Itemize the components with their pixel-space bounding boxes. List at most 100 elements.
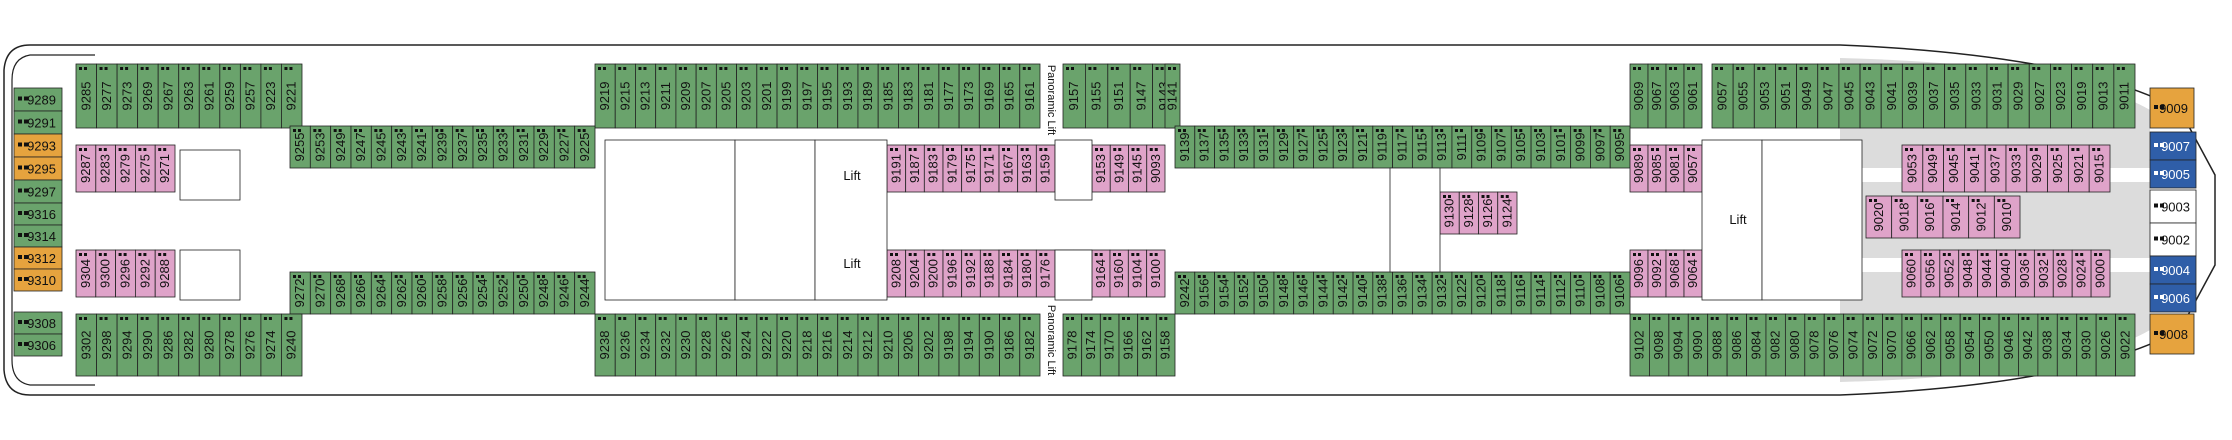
- cabin-mid-pink[interactable]: 9018: [1891, 195, 1918, 239]
- bow-suite[interactable]: 9289: [13, 87, 63, 112]
- cabin-lower-inner[interactable]: 9150: [1253, 271, 1275, 315]
- cabin-lower-inner[interactable]: 9114: [1530, 271, 1552, 315]
- cabin-lower-outer[interactable]: 9076: [1823, 313, 1845, 377]
- cabin-lower-inner[interactable]: 9142: [1332, 271, 1354, 315]
- cabin-lower-inner[interactable]: 9256: [452, 271, 474, 315]
- cabin-upper-inner[interactable]: 9127: [1293, 125, 1314, 169]
- cabin-lower-pink[interactable]: 9200: [923, 249, 944, 298]
- cabin-lower-pink[interactable]: 9096: [1629, 249, 1649, 298]
- cabin-lower-outer[interactable]: 9078: [1804, 313, 1825, 377]
- cabin-upper-inner[interactable]: 9227: [553, 125, 576, 169]
- cabin-upper-pink[interactable]: 9167: [998, 144, 1019, 193]
- cabin-upper-inner[interactable]: 9135: [1214, 125, 1235, 169]
- cabin-upper-inner[interactable]: 9237: [452, 125, 474, 169]
- cabin-upper-inner[interactable]: 9245: [370, 125, 393, 169]
- cabin-lower-outer[interactable]: 9286: [157, 313, 180, 377]
- cabin-upper-pink[interactable]: 9021: [2067, 144, 2090, 193]
- cabin-lower-pink[interactable]: 9052: [1939, 249, 1960, 298]
- cabin-upper-outer[interactable]: 9029: [2007, 63, 2030, 129]
- cabin-upper-outer[interactable]: 9203: [736, 63, 758, 129]
- cabin-upper-pink[interactable]: 9159: [1035, 144, 1056, 193]
- cabin-upper-outer[interactable]: 9049: [1796, 63, 1819, 129]
- cabin-upper-pink[interactable]: 9037: [1984, 144, 2007, 193]
- cabin-mid-pink[interactable]: 9130: [1439, 191, 1460, 235]
- cabin-upper-pink[interactable]: 9287: [75, 144, 97, 193]
- cabin-lower-outer[interactable]: 9022: [2115, 313, 2136, 377]
- cabin-upper-outer[interactable]: 9263: [178, 63, 200, 129]
- cabin-lower-outer[interactable]: 9080: [1784, 313, 1806, 377]
- cabin-upper-outer[interactable]: 9197: [796, 63, 818, 129]
- cabin-lower-inner[interactable]: 9134: [1411, 271, 1433, 315]
- cabin-upper-pink[interactable]: 9191: [886, 144, 907, 193]
- cabin-upper-outer[interactable]: 9155: [1085, 63, 1109, 129]
- cabin-upper-inner[interactable]: 9099: [1570, 125, 1591, 169]
- bow-suite[interactable]: 9312: [13, 246, 63, 270]
- cabin-upper-pink[interactable]: 9025: [2047, 144, 2069, 193]
- cabin-lower-inner[interactable]: 9260: [411, 271, 433, 315]
- cabin-lower-outer[interactable]: 9240: [281, 313, 303, 377]
- cabin-lower-outer[interactable]: 9222: [756, 313, 778, 377]
- cabin-lower-inner[interactable]: 9146: [1293, 271, 1314, 315]
- cabin-upper-inner[interactable]: 9097: [1590, 125, 1611, 169]
- cabin-lower-outer[interactable]: 9234: [635, 313, 657, 377]
- cabin-upper-outer[interactable]: 9181: [918, 63, 940, 129]
- cabin-upper-pink[interactable]: 9187: [905, 144, 925, 193]
- cabin-upper-pink[interactable]: 9089: [1629, 144, 1649, 193]
- cabin-upper-outer[interactable]: 9055: [1732, 63, 1755, 129]
- cabin-upper-pink[interactable]: 9015: [2088, 144, 2111, 193]
- cabin-upper-pink[interactable]: 9275: [134, 144, 156, 193]
- cabin-lower-inner[interactable]: 9108: [1590, 271, 1611, 315]
- cabin-lower-inner[interactable]: 9110: [1570, 271, 1591, 315]
- cabin-lower-outer[interactable]: 9198: [938, 313, 960, 377]
- cabin-upper-pink[interactable]: 9049: [1922, 144, 1945, 193]
- cabin-lower-pink[interactable]: 9060: [1901, 249, 1922, 298]
- cabin-lower-outer[interactable]: 9226: [715, 313, 737, 377]
- cabin-lower-inner[interactable]: 9252: [492, 271, 515, 315]
- cabin-upper-pink[interactable]: 9041: [1964, 144, 1986, 193]
- cabin-lower-outer[interactable]: 9202: [918, 313, 940, 377]
- cabin-upper-outer[interactable]: 9169: [978, 63, 1000, 129]
- cabin-upper-inner[interactable]: 9101: [1550, 125, 1572, 169]
- cabin-upper-outer[interactable]: 9147: [1129, 63, 1153, 129]
- cabin-upper-outer[interactable]: 9165: [999, 63, 1021, 129]
- cabin-upper-inner[interactable]: 9229: [533, 125, 555, 169]
- cabin-lower-pink[interactable]: 9176: [1035, 249, 1056, 298]
- cabin-upper-outer[interactable]: 9041: [1880, 63, 1903, 129]
- cabin-lower-pink[interactable]: 9160: [1109, 249, 1129, 298]
- cabin-upper-inner[interactable]: 9129: [1273, 125, 1295, 169]
- cabin-upper-outer[interactable]: 9205: [715, 63, 737, 129]
- cabin-lower-inner[interactable]: 9248: [533, 271, 555, 315]
- cabin-upper-pink[interactable]: 9183: [923, 144, 944, 193]
- cabin-upper-pink[interactable]: 9149: [1109, 144, 1129, 193]
- cabin-mid-pink[interactable]: 9124: [1497, 191, 1518, 235]
- cabin-lower-outer[interactable]: 9282: [178, 313, 200, 377]
- cabin-lower-pink[interactable]: 9164: [1091, 249, 1111, 298]
- cabin-lower-pink[interactable]: 9192: [961, 249, 981, 298]
- cabin-lower-outer[interactable]: 9072: [1862, 313, 1883, 377]
- bow-suite[interactable]: 9291: [13, 110, 63, 135]
- cabin-lower-inner[interactable]: 9136: [1392, 271, 1413, 315]
- cabin-upper-outer[interactable]: 9257: [239, 63, 262, 129]
- cabin-lower-pink[interactable]: 9032: [2033, 249, 2054, 298]
- cabin-lower-inner[interactable]: 9246: [553, 271, 576, 315]
- cabin-upper-outer[interactable]: 9209: [675, 63, 697, 129]
- cabin-lower-outer[interactable]: 9094: [1668, 313, 1689, 377]
- cabin-lower-inner[interactable]: 9272: [289, 271, 311, 315]
- cabin-lower-outer[interactable]: 9302: [75, 313, 97, 377]
- cabin-upper-outer[interactable]: 9067: [1647, 63, 1667, 129]
- cabin-upper-inner[interactable]: 9107: [1491, 125, 1512, 169]
- stern-corner-suite[interactable]: 9009: [2149, 87, 2195, 129]
- cabin-lower-inner[interactable]: 9138: [1372, 271, 1394, 315]
- cabin-lower-outer[interactable]: 9238: [594, 313, 616, 377]
- bow-suite[interactable]: 9310: [13, 268, 63, 292]
- cabin-upper-outer[interactable]: 9019: [2071, 63, 2094, 129]
- cabin-upper-outer[interactable]: 9011: [2113, 63, 2136, 129]
- cabin-lower-outer[interactable]: 9038: [2037, 313, 2058, 377]
- cabin-lower-outer[interactable]: 9070: [1882, 313, 1903, 377]
- cabin-lower-outer[interactable]: 9058: [1940, 313, 1961, 377]
- cabin-mid-pink[interactable]: 9016: [1916, 195, 1944, 239]
- cabin-upper-outer[interactable]: 9053: [1753, 63, 1776, 129]
- stern-suite[interactable]: 9007: [2149, 131, 2197, 161]
- cabin-upper-pink[interactable]: 9175: [961, 144, 981, 193]
- bow-suite[interactable]: 9306: [13, 333, 63, 357]
